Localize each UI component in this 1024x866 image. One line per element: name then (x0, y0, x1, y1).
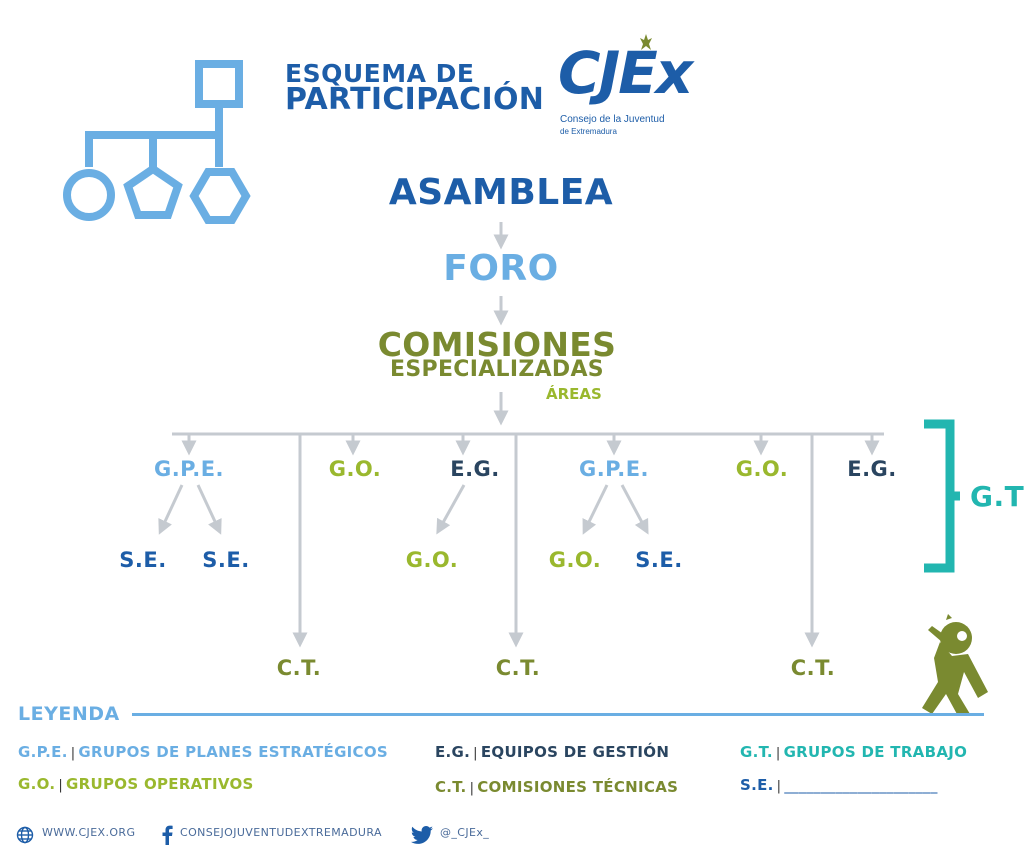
legend-eg: E.G.|EQUIPOS DE GESTIÓN (435, 743, 670, 761)
cjex-logo: CJEx (558, 39, 693, 107)
legend-go: G.O.|GRUPOS OPERATIVOS (18, 775, 254, 793)
logo-subtitle-2: de Extremadura (560, 127, 617, 136)
node-gpe-2: G.P.E. (578, 457, 650, 481)
facebook-icon[interactable] (160, 825, 174, 845)
node-go-under-eg: G.O. (405, 548, 459, 572)
mascot-figure (922, 614, 988, 716)
legend-title: LEYENDA (18, 703, 120, 725)
node-eg-2: E.G. (847, 457, 897, 481)
footer-twitter-link[interactable]: @_CJEx_ (440, 826, 490, 839)
node-foro: FORO (443, 248, 559, 289)
footer-web-link[interactable]: WWW.CJEX.ORG (42, 826, 136, 839)
node-ct-3: C.T. (790, 656, 836, 680)
node-comisiones-line2: ESPECIALIZADAS (390, 357, 604, 382)
node-areas: ÁREAS (546, 385, 602, 403)
node-go-1: G.O. (328, 457, 382, 481)
logo-subtitle-1: Consejo de la Juventud (560, 114, 665, 125)
node-se-1: S.E. (119, 548, 167, 572)
legend-se: S.E.|_____________________ (740, 776, 938, 794)
node-eg-1: E.G. (450, 457, 500, 481)
org-chart-icon (63, 60, 251, 224)
node-se-2: S.E. (202, 548, 250, 572)
node-ct-2: C.T. (495, 656, 541, 680)
node-se-under-gpe2: S.E. (635, 548, 683, 572)
title-line1: ESQUEMA DE (285, 59, 475, 88)
gt-bracket (924, 419, 960, 573)
legend-ct: C.T.|COMISIONES TÉCNICAS (435, 778, 679, 796)
node-ct-1: C.T. (276, 656, 322, 680)
node-gpe-1: G.P.E. (153, 457, 225, 481)
node-asamblea: ASAMBLEA (388, 172, 614, 213)
title-line2: PARTICIPACIÓN (285, 82, 545, 117)
footer-facebook-link[interactable]: CONSEJOJUVENTUDEXTREMADURA (180, 826, 382, 839)
logo-figure-icon (640, 34, 652, 50)
legend-divider (132, 713, 984, 716)
node-go-under-gpe2: G.O. (548, 548, 602, 572)
twitter-icon[interactable] (410, 826, 434, 844)
cjex-logo-mark: CJEx (558, 39, 693, 107)
node-gt: G.T (970, 480, 1024, 513)
legend-gpe: G.P.E.|GRUPOS DE PLANES ESTRATÉGICOS (18, 743, 389, 761)
node-go-2: G.O. (735, 457, 789, 481)
globe-icon[interactable] (16, 826, 34, 844)
legend-gt: G.T.|GRUPOS DE TRABAJO (740, 743, 968, 761)
node-comisiones-line1: COMISIONES (377, 325, 617, 364)
